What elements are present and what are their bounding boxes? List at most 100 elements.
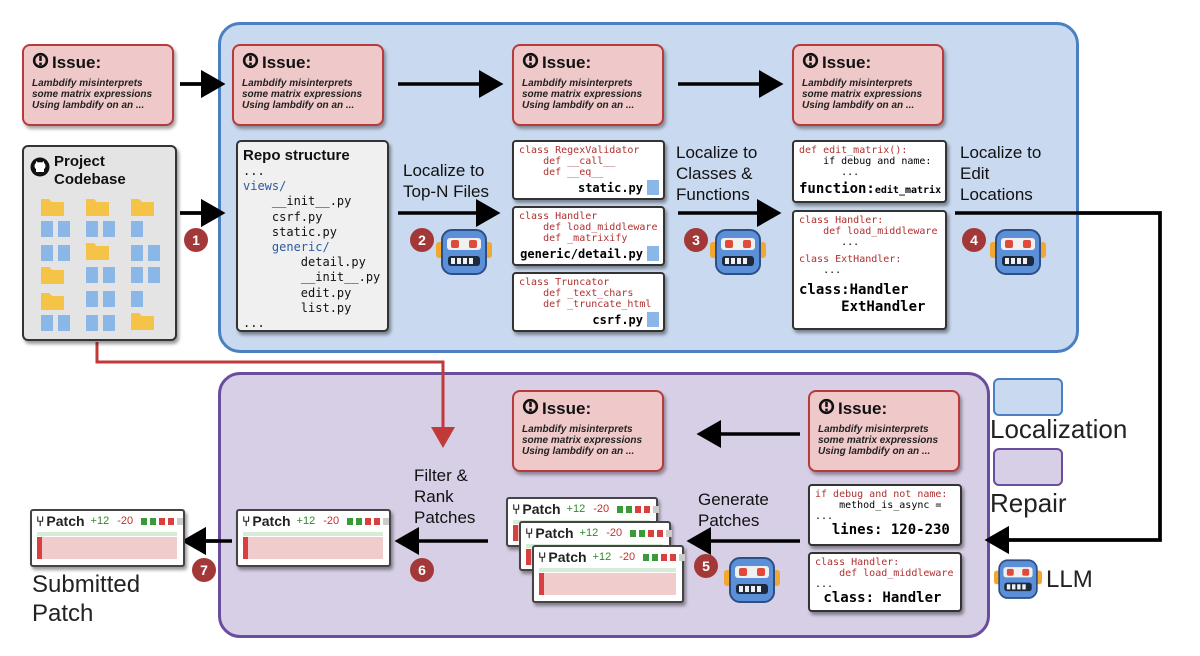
legend-repair-label: Repair (990, 488, 1067, 518)
code-line: class Handler: (799, 215, 884, 226)
code-line: if debug and name: (799, 156, 932, 167)
tree-line: static.py (243, 224, 337, 239)
code-line: class Truncator (519, 277, 610, 288)
llm-robot-icon (710, 229, 766, 275)
tree-line: generic/ (243, 240, 330, 255)
issue-text: Lambdify misinterprets some matrix expre… (818, 424, 939, 457)
legend-repair-swatch (993, 448, 1063, 486)
tree-line: views/ (243, 179, 287, 194)
issue-icon (32, 52, 49, 74)
edit-location-lines: if debug and not name: method_is_async =… (808, 484, 962, 546)
issue-text: Lambdify misinterprets some matrix expre… (522, 78, 643, 111)
legend-llm-label: LLM (1046, 566, 1093, 593)
tree-line: ... (243, 316, 265, 331)
git-branch-icon: ⑂ (242, 513, 251, 529)
code-line: def __call__ (519, 156, 616, 167)
step-badge-4: 4 (962, 228, 986, 252)
repo-tree: ... views/ __init__.py csrf.py static.py… (243, 164, 382, 331)
function-box: def edit_matrix(): if debug and name: ..… (792, 140, 947, 203)
class-target: class:Handler (799, 282, 909, 298)
file-icon (647, 246, 659, 261)
issue-text: Lambdify misinterprets some matrix expre… (802, 78, 923, 111)
issue-card-repair-1: Issue: Lambdify misinterprets some matri… (512, 390, 664, 472)
code-line: class Handler: (815, 557, 900, 568)
legend-localization-label: Localization (990, 414, 1128, 444)
code-line: ... (815, 579, 834, 590)
patch-deletions: -20 (606, 527, 623, 539)
lines-target: lines: 120-230 (815, 522, 950, 538)
file-box-static: class RegexValidator def __call__ def __… (512, 140, 665, 200)
tree-line: ... (243, 164, 265, 178)
issue-icon (242, 52, 259, 74)
issue-title: Issue: (542, 399, 592, 418)
function-key: function: (799, 181, 875, 197)
issue-text: Lambdify misinterprets some matrix expre… (242, 78, 363, 111)
git-branch-icon: ⑂ (525, 525, 534, 541)
file-box-csrf: class Truncator def _text_chars def _tru… (512, 272, 665, 332)
tree-line: __init__.py (243, 194, 352, 209)
code-line: class ExtHandler: (799, 254, 902, 265)
issue-text: Lambdify misinterprets some matrix expre… (522, 424, 643, 457)
code-line: def _truncate_html (519, 299, 652, 310)
repo-title: Repo structure (243, 147, 350, 164)
issue-icon (522, 52, 539, 74)
code-line: ... (799, 265, 842, 276)
patch-additions: +12 (90, 515, 110, 527)
patch-title: Patch (522, 501, 561, 517)
step-label-localize-files: Localize to Top-N Files (403, 161, 489, 201)
patch-additions: +12 (296, 515, 316, 527)
issue-icon (802, 52, 819, 74)
file-name: static.py (577, 181, 643, 195)
project-codebase: Project Codebase (22, 145, 177, 341)
issue-card-loc-3: Issue: Lambdify misinterprets some matri… (792, 44, 944, 126)
patch-title: Patch (252, 513, 291, 529)
issue-title: Issue: (262, 53, 312, 72)
legend-localization-swatch (993, 378, 1063, 416)
patch-deletions: -20 (117, 515, 134, 527)
issue-title: Issue: (822, 53, 872, 72)
project-title: Project Codebase (54, 153, 126, 188)
class-target: ExtHandler (799, 299, 926, 315)
submitted-patch-card: ⑂Patch+12-20 (30, 509, 185, 567)
ranked-patch-card: ⑂Patch +12 -20 (236, 509, 391, 567)
issue-card-loc-1: Issue: Lambdify misinterprets some matri… (232, 44, 384, 126)
code-line: class RegexValidator (519, 145, 640, 156)
patch-deletions: -20 (323, 515, 340, 527)
patch-additions: +12 (566, 503, 586, 515)
code-line: ... (815, 511, 834, 522)
file-icon (647, 312, 659, 327)
code-line: def edit_matrix(): (799, 145, 908, 156)
issue-title: Issue: (542, 53, 592, 72)
submitted-patch-label: Submitted Patch (32, 571, 141, 627)
patch-title: Patch (46, 513, 85, 529)
code-line: def __eq__ (519, 167, 604, 178)
file-grid-icon (41, 199, 160, 331)
repo-structure: Repo structure ... views/ __init__.py cs… (236, 140, 389, 332)
code-line: def load_middleware (815, 568, 954, 579)
edit-location-class: class Handler: def load_middleware ... c… (808, 552, 962, 612)
step-badge-5: 5 (694, 554, 718, 578)
issue-icon (818, 398, 835, 420)
issue-card-loc-2: Issue: Lambdify misinterprets some matri… (512, 44, 664, 126)
function-value: edit_matrix (874, 185, 942, 196)
step-badge-2: 2 (410, 228, 434, 252)
github-icon (30, 157, 50, 177)
step-label-localize-edit: Localize to Edit Locations (960, 143, 1042, 204)
tree-line: __init__.py (243, 270, 381, 285)
patch-title: Patch (548, 549, 587, 565)
code-line: def load_middleware (519, 222, 658, 233)
issue-text: Lambdify misinterprets some matrix expre… (32, 78, 153, 111)
issue-card-input: Issue: Lambdify misinterprets some matri… (22, 44, 174, 126)
llm-robot-icon (436, 229, 492, 275)
tree-line: edit.py (243, 285, 352, 300)
patch-deletions: -20 (593, 503, 610, 515)
code-line: if debug and not name: (815, 489, 948, 500)
llm-robot-icon (994, 559, 1042, 599)
file-name: generic/detail.py (520, 247, 643, 261)
code-line: def _text_chars (519, 288, 634, 299)
step-badge-7: 7 (192, 558, 216, 582)
patch-additions: +12 (592, 551, 612, 563)
issue-title: Issue: (838, 399, 888, 418)
tree-line: csrf.py (243, 209, 323, 224)
